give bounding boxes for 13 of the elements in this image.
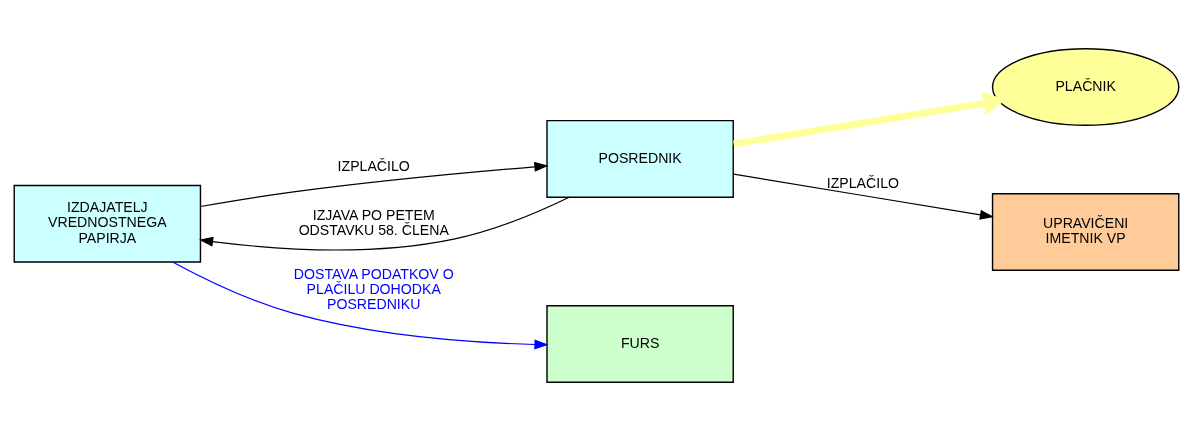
node-box: POSREDNIK bbox=[546, 119, 734, 198]
arrow bbox=[172, 261, 549, 349]
node-box: FURS bbox=[546, 304, 734, 383]
edge-label: DOSTAVA PODATKOV O PLAČILU DOHODKA POSREDNIKU bbox=[293, 265, 454, 312]
edge-label: IZPLAČILO bbox=[337, 157, 410, 174]
arrow bbox=[199, 196, 570, 250]
node-box: UPRAVIČENI IMETNIK VP bbox=[991, 192, 1180, 271]
edge-label: IZJAVA PO PETEM ODSTAVKU 58. ČLENA bbox=[298, 206, 449, 238]
node-box: IZDAJATELJ VREDNOSTNEGA PAPIRJA bbox=[13, 184, 202, 263]
arrow bbox=[733, 173, 994, 220]
node-ellipse: PLAČNIK bbox=[991, 47, 1180, 126]
arrow bbox=[199, 161, 549, 207]
edge-label: IZPLAČILO bbox=[826, 174, 899, 191]
